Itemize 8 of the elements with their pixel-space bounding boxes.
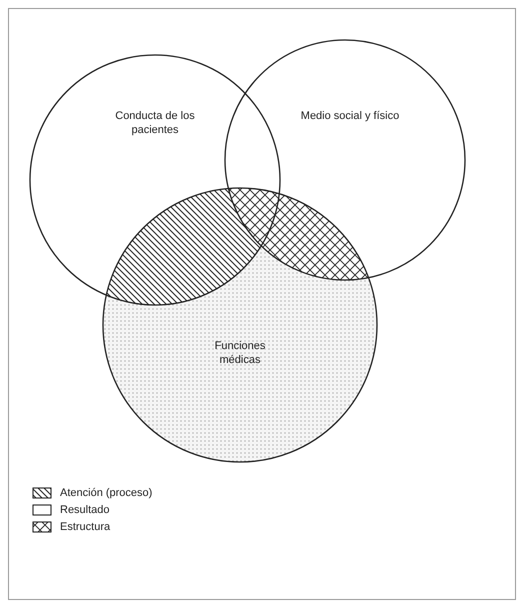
circle-label: Conducta de los pacientes <box>114 110 196 138</box>
legend-label: Atención (proceso) <box>60 487 152 499</box>
legend-label: Resultado <box>60 504 110 516</box>
venn-circle <box>29 54 281 306</box>
legend-label: Estructura <box>60 521 110 533</box>
venn-circle <box>224 39 466 281</box>
circle-label: Medio social y físico <box>300 110 400 124</box>
circle-label: Funciones médicas <box>214 340 266 368</box>
